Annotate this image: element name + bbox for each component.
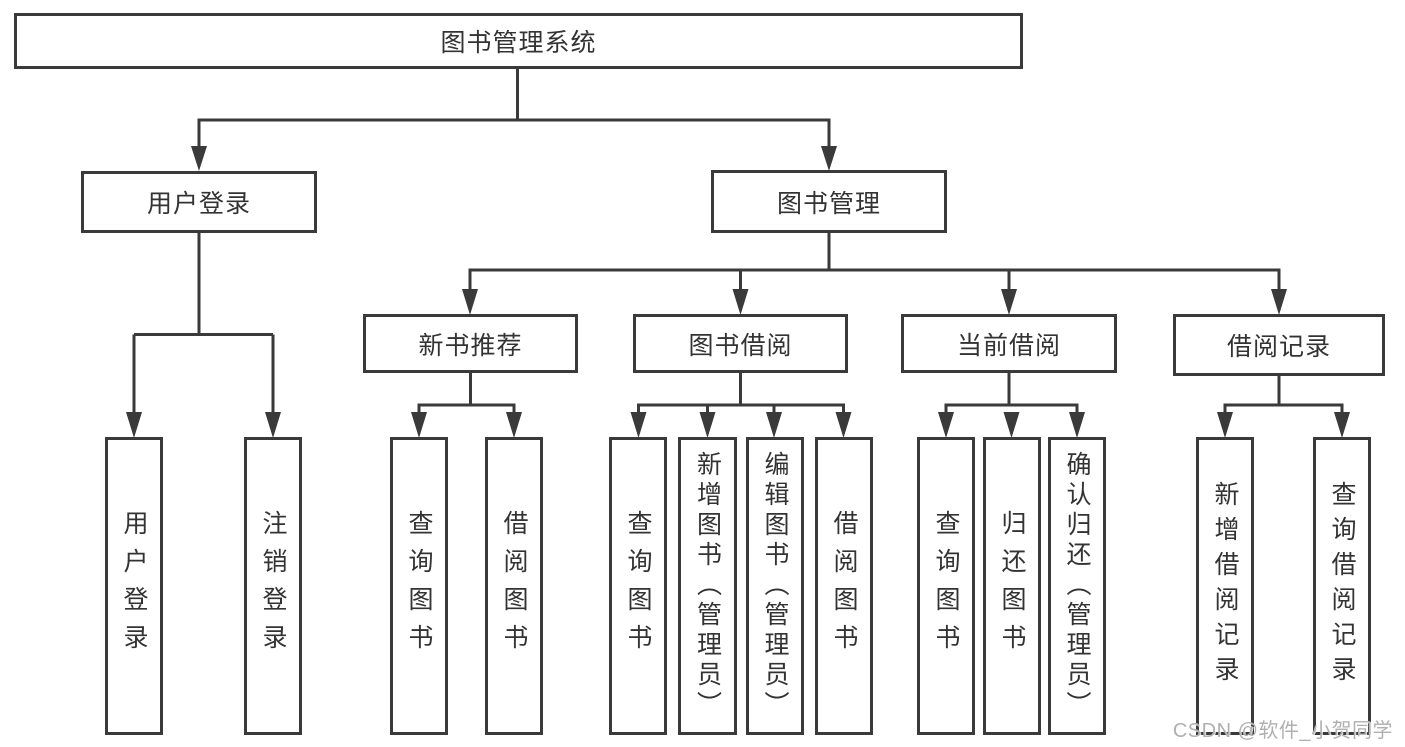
connector-paths [132, 68, 1344, 416]
leaf-confirm-return-admin: 确认归还（管理员） [1048, 437, 1106, 735]
node-library-system: 图书管理系统 [14, 13, 1023, 69]
leaf-query-borrow-record: 查询借阅记录 [1313, 437, 1371, 735]
node-book-borrow: 图书借阅 [633, 314, 848, 373]
node-new-book-recommend: 新书推荐 [363, 314, 578, 373]
node-user-login: 用户登录 [81, 171, 317, 233]
leaf-query-books-borrow: 查询图书 [609, 437, 667, 735]
csdn-watermark: CSDN @软件_小贺同学 [1172, 720, 1393, 742]
leaf-logout: 注销登录 [244, 437, 302, 735]
node-borrow-records: 借阅记录 [1173, 314, 1385, 376]
node-current-borrow: 当前借阅 [901, 314, 1117, 373]
leaf-query-books-current: 查询图书 [917, 437, 975, 735]
leaf-add-borrow-record: 新增借阅记录 [1196, 437, 1254, 735]
leaf-user-login: 用户登录 [105, 437, 163, 735]
arrowheads [126, 146, 1350, 438]
leaf-query-books-recommend: 查询图书 [390, 437, 448, 735]
leaf-borrow-books: 借阅图书 [815, 437, 873, 735]
node-book-management: 图书管理 [711, 170, 947, 233]
leaf-return-books: 归还图书 [983, 437, 1041, 735]
leaf-borrow-books-recommend: 借阅图书 [485, 437, 543, 735]
leaf-add-books-admin: 新增图书（管理员） [678, 437, 737, 735]
leaf-edit-books-admin: 编辑图书（管理员） [746, 437, 804, 735]
